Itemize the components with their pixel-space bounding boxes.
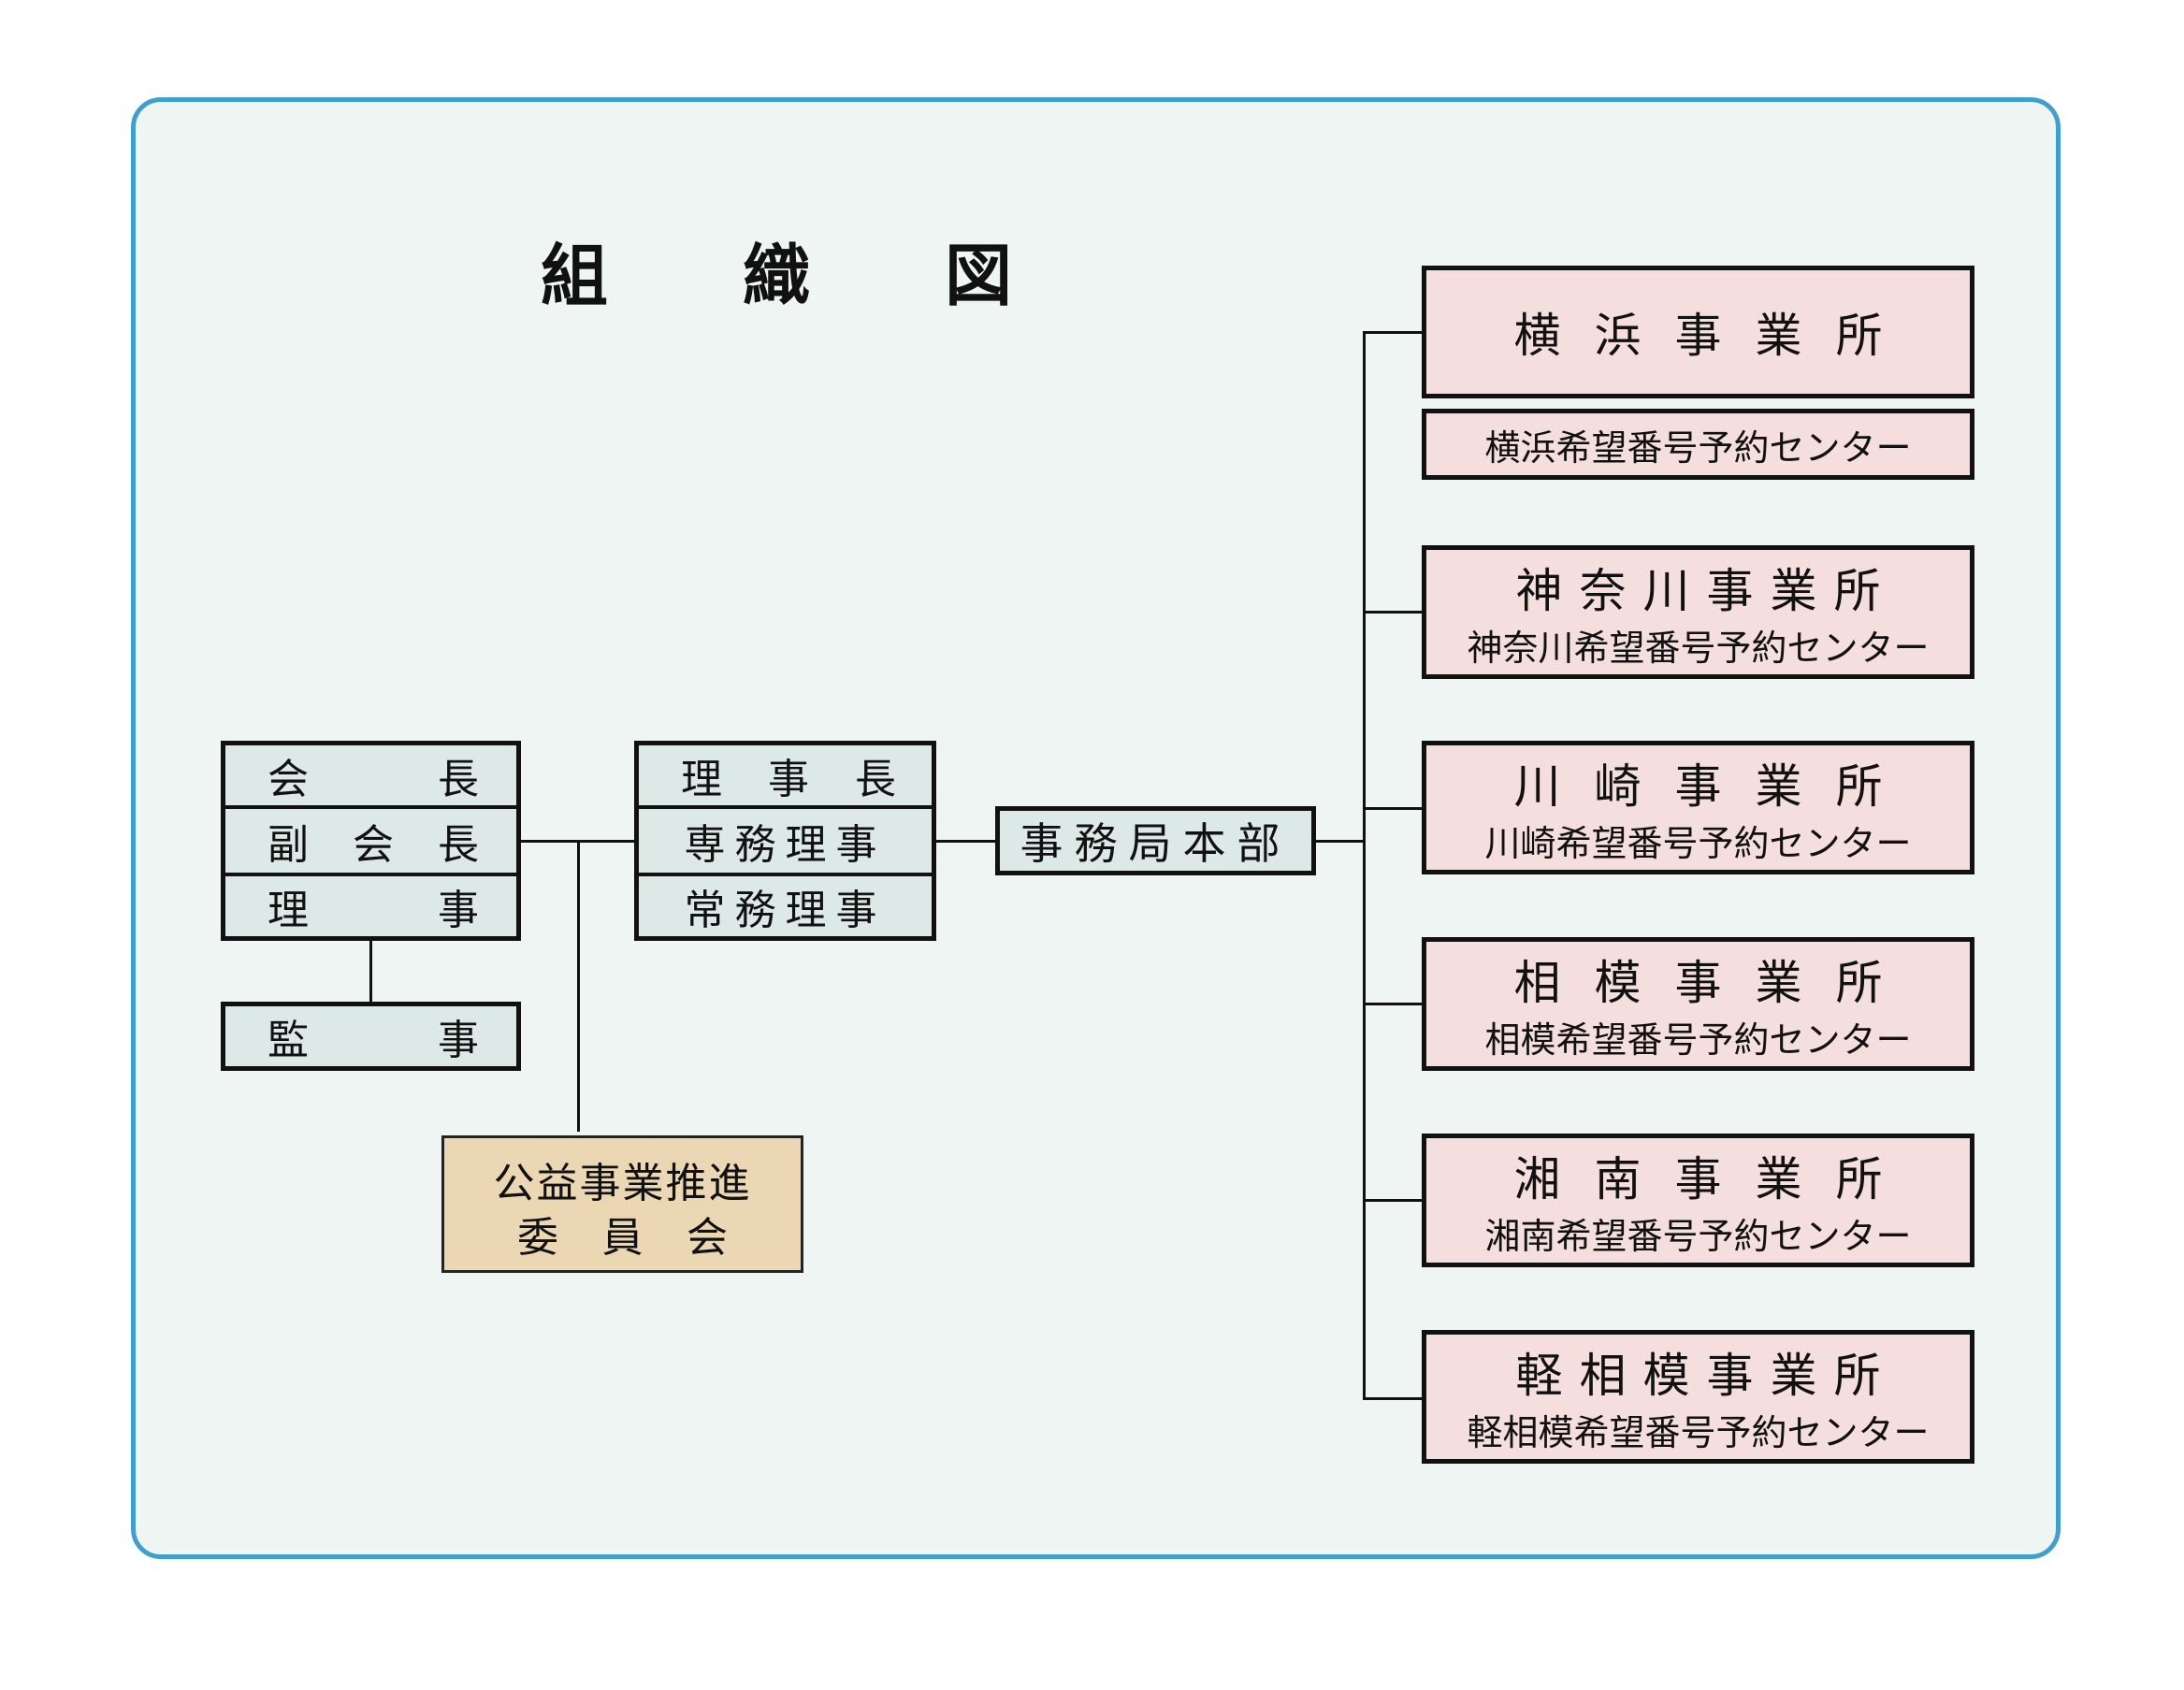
label-char: 会 <box>687 1214 728 1262</box>
label-char: 副 <box>268 821 309 869</box>
executives-box: 理 事 長 専務理事 常務理事 <box>634 741 936 941</box>
label-char: 長 <box>438 821 479 869</box>
connector <box>1363 331 1424 334</box>
office-name: 神奈川事業所 <box>1426 557 1970 618</box>
connector <box>1363 331 1366 1399</box>
center-name: 横浜希望番号予約センター <box>1426 413 1970 475</box>
connector <box>1363 611 1424 614</box>
connector <box>1363 1199 1424 1202</box>
center-label: 相模希望番号予約センター <box>1484 1018 1912 1061</box>
center-name: 川崎希望番号予約センター <box>1426 815 1970 865</box>
center-label: 神奈川希望番号予約センター <box>1467 627 1930 669</box>
office-name: 相模事業所 <box>1426 949 1970 1010</box>
leadership-box: 会 長 副 会 長 理 事 <box>221 741 521 941</box>
office-kawasaki-box: 川崎事業所 川崎希望番号予約センター <box>1422 741 1974 874</box>
office-name: 横浜事業所 <box>1426 270 1970 394</box>
label-char: 会 <box>268 756 309 803</box>
label-char: 事 <box>768 756 809 803</box>
riji-cell: 理 事 <box>225 876 516 936</box>
senmu-cell: 専務理事 <box>639 809 932 876</box>
office-label: 湘南事業所 <box>1513 1152 1916 1206</box>
connector <box>935 840 997 843</box>
senmu-label: 専務理事 <box>684 821 887 869</box>
connector <box>1363 807 1424 810</box>
committee-line1: 公益事業推進 <box>444 1155 801 1207</box>
office-name: 軽相模事業所 <box>1426 1342 1970 1403</box>
secretariat-box: 事務局本部 <box>995 806 1316 875</box>
center-label: 横浜希望番号予約センター <box>1484 426 1912 469</box>
rijicho-cell: 理 事 長 <box>639 745 932 809</box>
center-name: 相模希望番号予約センター <box>1426 1011 1970 1062</box>
label-char: 会 <box>353 821 394 869</box>
office-name: 川崎事業所 <box>1426 753 1970 814</box>
title-char: 図 <box>945 237 1013 315</box>
jomu-label: 常務理事 <box>684 887 887 934</box>
secretariat-cell: 事務局本部 <box>1000 811 1311 871</box>
label-char: 委 <box>517 1214 558 1262</box>
office-label: 川崎事業所 <box>1513 759 1916 814</box>
office-sagami-box: 相模事業所 相模希望番号予約センター <box>1422 937 1974 1071</box>
office-shonan-box: 湘南事業所 湘南希望番号予約センター <box>1422 1134 1974 1267</box>
label-char: 理 <box>268 887 309 934</box>
kanji-cell: 監 事 <box>225 1006 516 1066</box>
center-label: 湘南希望番号予約センター <box>1484 1215 1912 1257</box>
page-title: 組 織 図 <box>541 221 1046 319</box>
fukukaicho-cell: 副 会 長 <box>225 809 516 876</box>
connector <box>369 940 372 1004</box>
connector <box>1363 1397 1424 1400</box>
center-label: 軽相模希望番号予約センター <box>1467 1411 1930 1453</box>
label-char: 理 <box>681 756 722 803</box>
office-yokohama-box: 横浜事業所 <box>1422 266 1974 398</box>
committee-box: 公益事業推進 委 員 会 <box>441 1135 803 1273</box>
kanji-box: 監 事 <box>221 1002 521 1071</box>
center-name: 神奈川希望番号予約センター <box>1426 619 1970 670</box>
office-label: 横浜事業所 <box>1513 309 1916 363</box>
label-char: 長 <box>855 756 896 803</box>
label-char: 事 <box>438 887 479 934</box>
office-keisagami-box: 軽相模事業所 軽相模希望番号予約センター <box>1422 1330 1974 1464</box>
center-name: 湘南希望番号予約センター <box>1426 1207 1970 1258</box>
center-name: 軽相模希望番号予約センター <box>1426 1404 1970 1454</box>
office-label: 相模事業所 <box>1513 956 1916 1010</box>
secretariat-label: 事務局本部 <box>1020 818 1292 869</box>
jomu-cell: 常務理事 <box>639 876 932 936</box>
office-label: 神奈川事業所 <box>1515 564 1898 618</box>
connector <box>1363 1003 1424 1005</box>
label-char: 員 <box>601 1214 644 1262</box>
label-char: 事 <box>438 1017 479 1064</box>
connector <box>1315 840 1364 843</box>
title-char: 組 <box>541 237 609 315</box>
label-char: 監 <box>268 1017 309 1064</box>
label-char: 長 <box>438 756 479 803</box>
office-name: 湘南事業所 <box>1426 1146 1970 1206</box>
center-yokohama-box: 横浜希望番号予約センター <box>1422 409 1974 480</box>
office-label: 軽相模事業所 <box>1515 1349 1898 1403</box>
connector <box>577 840 580 1132</box>
center-label: 川崎希望番号予約センター <box>1484 822 1912 864</box>
committee-label: 公益事業推進 <box>493 1160 752 1207</box>
kaicho-cell: 会 長 <box>225 745 516 809</box>
office-kanagawa-box: 神奈川事業所 神奈川希望番号予約センター <box>1422 545 1974 679</box>
title-char: 織 <box>743 237 811 315</box>
committee-line2: 委 員 会 <box>444 1209 801 1262</box>
